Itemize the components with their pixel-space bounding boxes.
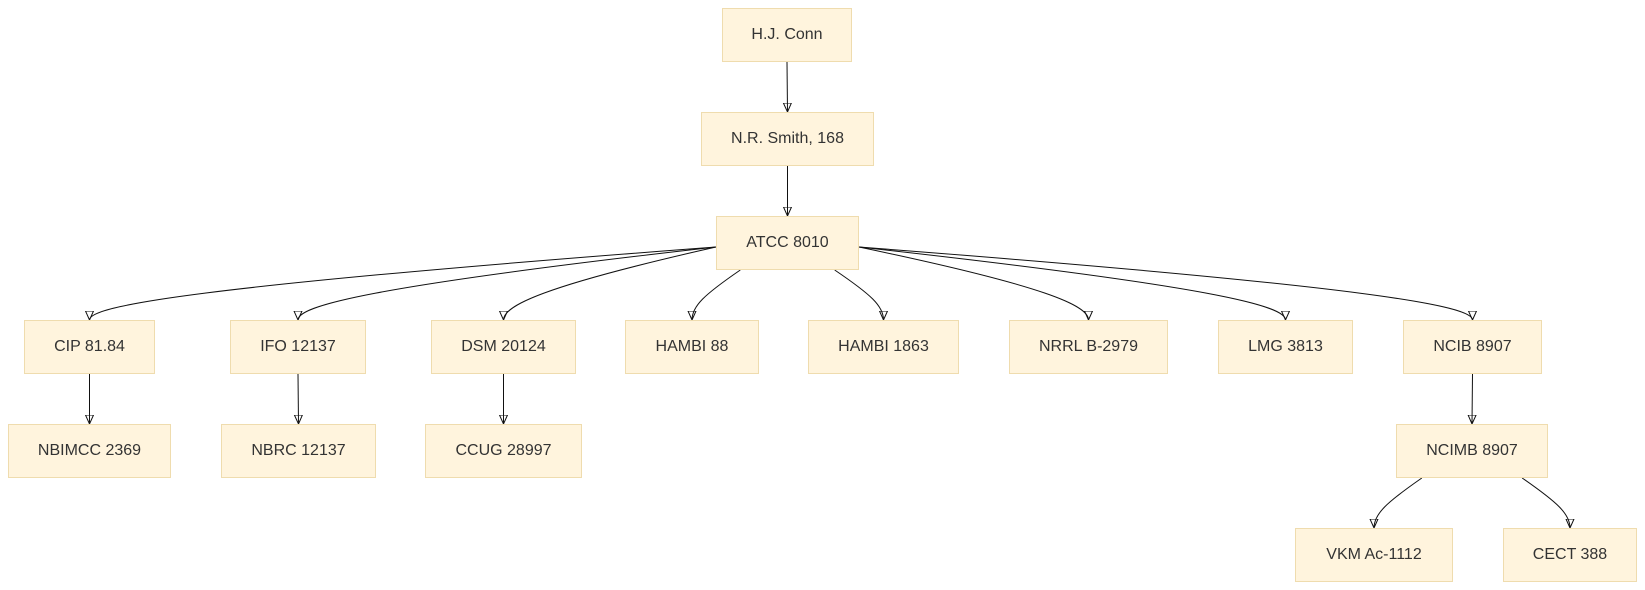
- node-hambi-1863: HAMBI 1863: [808, 320, 959, 374]
- node-hj-conn: H.J. Conn: [722, 8, 852, 62]
- node-dsm-20124: DSM 20124: [431, 320, 576, 374]
- node-ifo-12137: IFO 12137: [230, 320, 366, 374]
- edge-ncimb-to-vkm: [1374, 477, 1423, 528]
- node-vkm-ac-1112: VKM Ac-1112: [1295, 528, 1453, 582]
- node-ncib-8907: NCIB 8907: [1403, 320, 1542, 374]
- edge-ncimb-to-cect: [1521, 477, 1570, 528]
- node-lmg-3813: LMG 3813: [1218, 320, 1353, 374]
- edge-atcc-to-ifo: [298, 246, 717, 320]
- node-ncimb-8907: NCIMB 8907: [1396, 424, 1548, 478]
- node-ccug-28997: CCUG 28997: [425, 424, 582, 478]
- node-hambi-88: HAMBI 88: [625, 320, 759, 374]
- node-nbrc-12137: NBRC 12137: [221, 424, 376, 478]
- edge-atcc-to-cip: [90, 246, 717, 320]
- edge-atcc-to-ncib: [858, 246, 1473, 320]
- edge-atcc-to-nrrl: [858, 246, 1089, 320]
- edge-ifo-to-nbrc: [298, 373, 299, 424]
- node-atcc-8010: ATCC 8010: [716, 216, 859, 270]
- edge-hj_conn-to-nr_smith: [787, 61, 788, 112]
- node-nrrl-b-2979: NRRL B-2979: [1009, 320, 1168, 374]
- edge-atcc-to-lmg: [858, 246, 1286, 320]
- node-cect-388: CECT 388: [1503, 528, 1637, 582]
- node-nbimcc-2369: NBIMCC 2369: [8, 424, 171, 478]
- edge-atcc-to-dsm: [504, 246, 717, 320]
- edge-atcc-to-hambi88: [692, 269, 741, 320]
- edge-atcc-to-hambi1863: [834, 269, 884, 320]
- node-nr-smith: N.R. Smith, 168: [701, 112, 874, 166]
- node-cip-81-84: CIP 81.84: [24, 320, 155, 374]
- edge-ncib-to-ncimb: [1472, 373, 1473, 424]
